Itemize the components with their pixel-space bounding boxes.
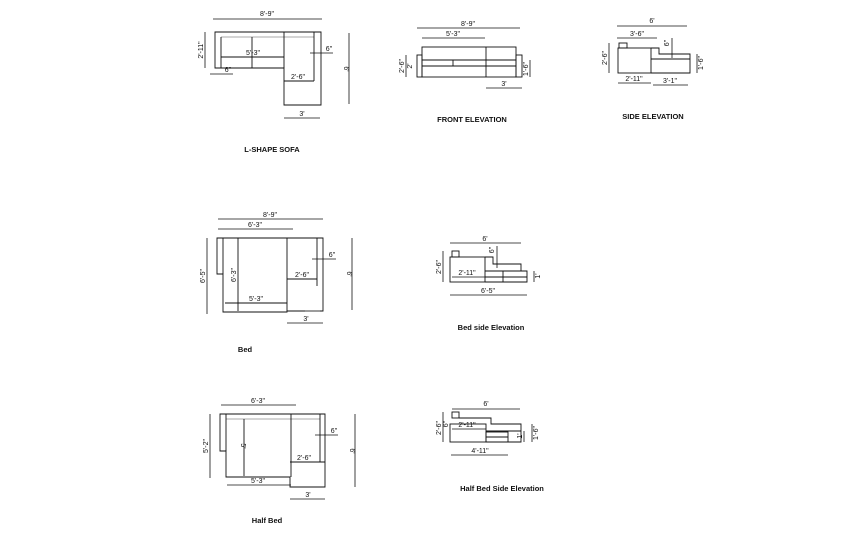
dim-arm-left: 6" (225, 67, 232, 74)
dim-arm: 6" (329, 252, 336, 259)
dim-height: 2'-6" (436, 421, 443, 435)
dim-height: 2'-6" (602, 51, 609, 65)
dim-seat-width: 5'-3" (251, 478, 265, 485)
dim-arm: 6" (331, 428, 338, 435)
dim-bed-length: 6'-3" (231, 268, 238, 282)
dim-seat-height: 1'-6" (523, 62, 530, 76)
dim-bed-width: 6'-3" (251, 398, 265, 405)
front-elevation: 8'-9" 5'-3" 2'-6" 2' 1'-6" 3' FRONT ELEV… (399, 21, 531, 124)
half-bed-title: Half Bed (252, 516, 283, 525)
dim-bed-height: 1' (535, 273, 542, 278)
dim-extended: 6'-5" (481, 288, 495, 295)
dim-chaise-seat: 2'-6" (297, 455, 311, 462)
dim-chaise-depth: 3'-1" (663, 78, 677, 85)
dim-overall: 6' (482, 236, 487, 243)
dim-chaise-seat: 2'-6" (295, 272, 309, 279)
dim-chaise-width: 3' (501, 81, 506, 88)
dim-depth-left: 6'-5" (200, 269, 207, 283)
dim-overall: 6' (483, 401, 488, 408)
dim-overall-depth: 6' (348, 448, 355, 453)
lshape-title: L-SHAPE SOFA (244, 145, 300, 154)
dim-seat-depth: 2'-11" (458, 270, 476, 277)
dim-step: 6" (489, 246, 496, 253)
dim-arm-height: 2' (407, 63, 414, 68)
dim-depth-left: 5'-2" (203, 439, 210, 453)
half-bed-plan: 6'-3" 2'-6" 5' 5'-3" 5'-2" 6' 6" 3' Half… (203, 398, 356, 525)
bed-title: Bed (238, 345, 253, 354)
dim-height: 2'-6" (436, 260, 443, 274)
dim-extended: 4'-11" (471, 448, 489, 455)
dim-bed-width: 6'-3" (248, 222, 262, 229)
half-bed-side-title: Half Bed Side Elevation (460, 484, 544, 493)
dim-seat-depth: 2'-11" (625, 76, 643, 83)
dim-overall-width: 8'-9" (461, 21, 475, 28)
dim-arm-right: 6" (326, 46, 333, 53)
dim-overall-width: 8'-9" (263, 212, 277, 219)
dim-back-depth: 3'-6" (630, 31, 644, 38)
dim-seat-height: 1'-6" (533, 426, 540, 440)
side-elevation: 6' 3'-6" 6" 2'-6" 1'-6" 2'-11" 3'-1" SID… (602, 18, 705, 121)
half-bed-side-elevation: 6' 2'-11" 2'-6" 6" 1' 1'-6" 4'-11" Half … (436, 401, 544, 493)
dim-height: 2'-6" (399, 59, 406, 73)
dim-overall-depth: 6' (345, 271, 352, 276)
dim-seat-width: 5'-3" (249, 296, 263, 303)
dim-seat-height: 1'-6" (698, 56, 705, 70)
dim-chaise-width: 3' (299, 111, 304, 118)
dim-step: 6" (664, 39, 671, 46)
dim-seat-depth: 2'-11" (458, 422, 476, 429)
dim-overall-depth: 6' (342, 66, 349, 71)
dim-chaise-width: 3' (305, 492, 310, 499)
front-title: FRONT ELEVATION (437, 115, 507, 124)
dim-step: 6" (443, 420, 450, 427)
dim-chaise-seat: 2'-6" (291, 74, 305, 81)
dim-seat-width: 5'-3" (446, 31, 460, 38)
dim-bed-height: 1' (517, 433, 524, 438)
dim-bed-length: 5' (239, 443, 246, 448)
dim-seat-width: 5'-3" (246, 50, 260, 57)
bed-side-title: Bed side Elevation (458, 323, 525, 332)
dim-depth: 2'-11" (198, 41, 205, 59)
dim-overall: 6' (649, 18, 654, 25)
dim-chaise-width: 3' (303, 316, 308, 323)
bed-side-elevation: 6' 6" 2'-6" 2'-11" 1' 6'-5" Bed side Ele… (436, 236, 542, 332)
bed-plan: 8'-9" 6'-3" 2'-6" 5'-3" 6'-3" 6'-5" 6' 6… (200, 212, 353, 354)
lshape-plan: 8'-9" 5'-3" 2'-6" 2'-11" 6" 6" 6' 3' L-S… (198, 11, 350, 154)
side-title: SIDE ELEVATION (622, 112, 683, 121)
dim-overall-width: 8'-9" (260, 11, 274, 18)
